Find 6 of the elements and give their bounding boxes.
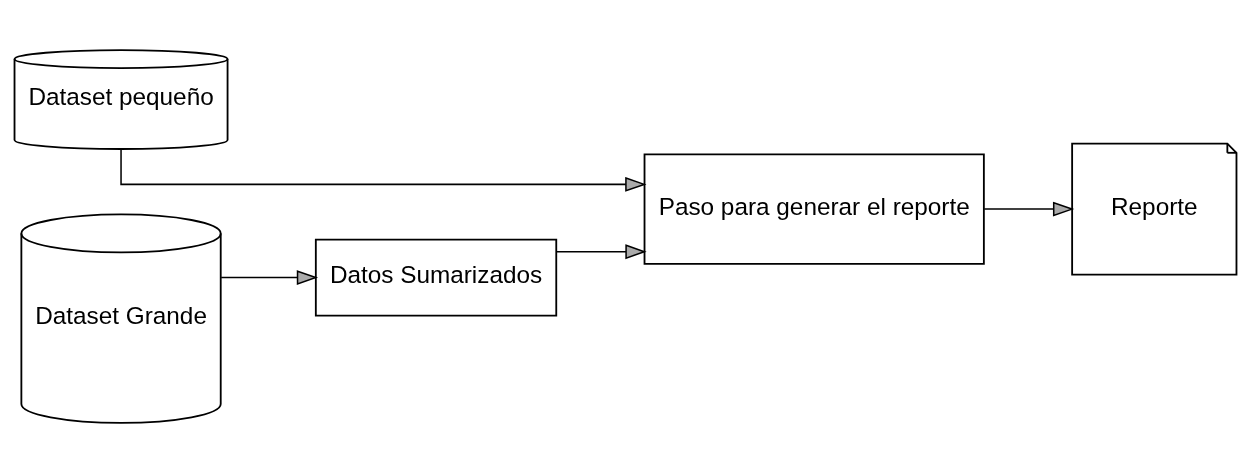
arrow (120, 148, 647, 192)
node-box: Paso para generar el reporte (643, 153, 985, 265)
arrow (983, 201, 1075, 217)
node-box: Datos Sumarizados (314, 238, 558, 317)
arrow (555, 244, 647, 260)
arrow (220, 270, 319, 286)
